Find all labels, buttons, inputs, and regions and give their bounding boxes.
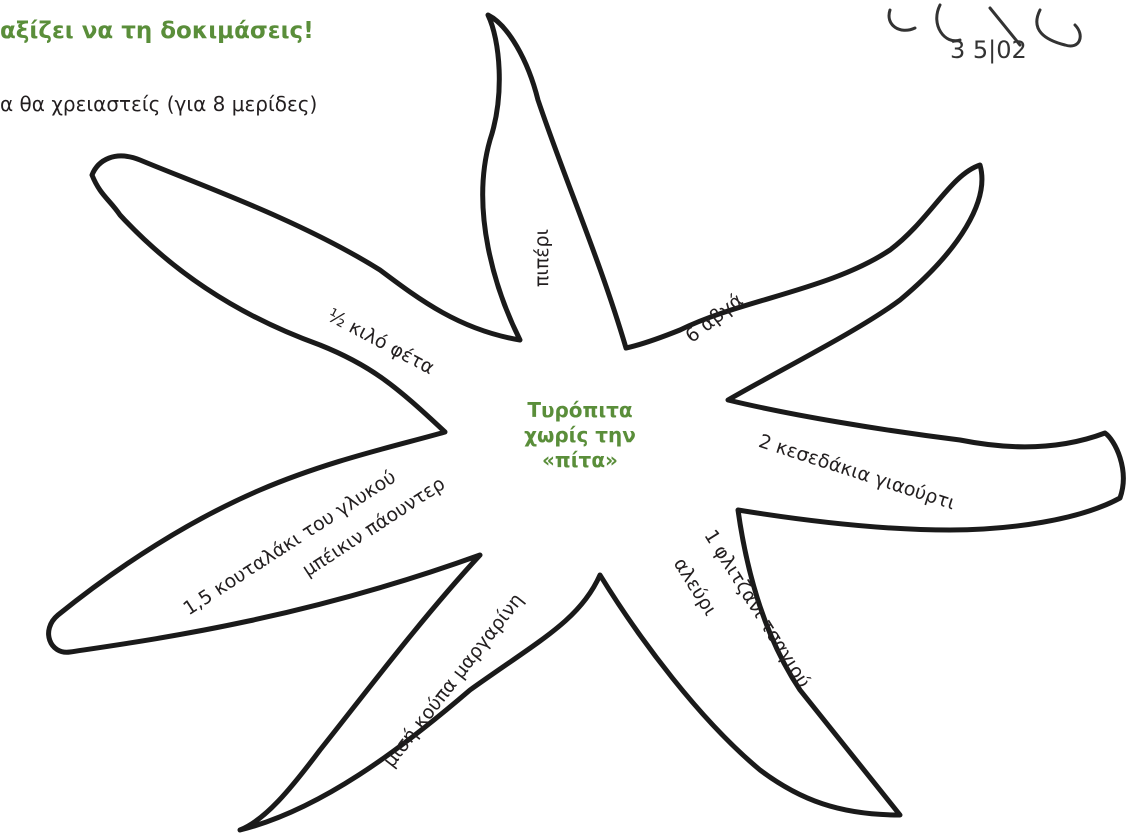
ingredient-pepper: πιπέρι	[531, 229, 553, 287]
recipe-title-line-2: χωρίς την	[500, 423, 660, 448]
ingredient-eggs: 6 αβγά	[681, 289, 747, 347]
hand-sketch: 3 5|02	[870, 0, 1100, 70]
ingredient-feta: ½ κιλό φέτα	[324, 304, 438, 379]
ingredient-margarine: μισή κούπα μαργαρίνη	[379, 589, 528, 771]
recipe-title-line-3: «πίτα»	[500, 448, 660, 473]
ingredient-flour: αλεύρι	[669, 554, 721, 620]
ingredient-yogurt: 2 κεσεδάκια γιαούρτι	[756, 430, 958, 514]
sketch-text: 3 5|02	[950, 36, 1027, 64]
recipe-title-line-1: Τυρόπιτα	[500, 398, 660, 423]
recipe-title: Τυρόπιτα χωρίς την «πίτα»	[500, 398, 660, 473]
